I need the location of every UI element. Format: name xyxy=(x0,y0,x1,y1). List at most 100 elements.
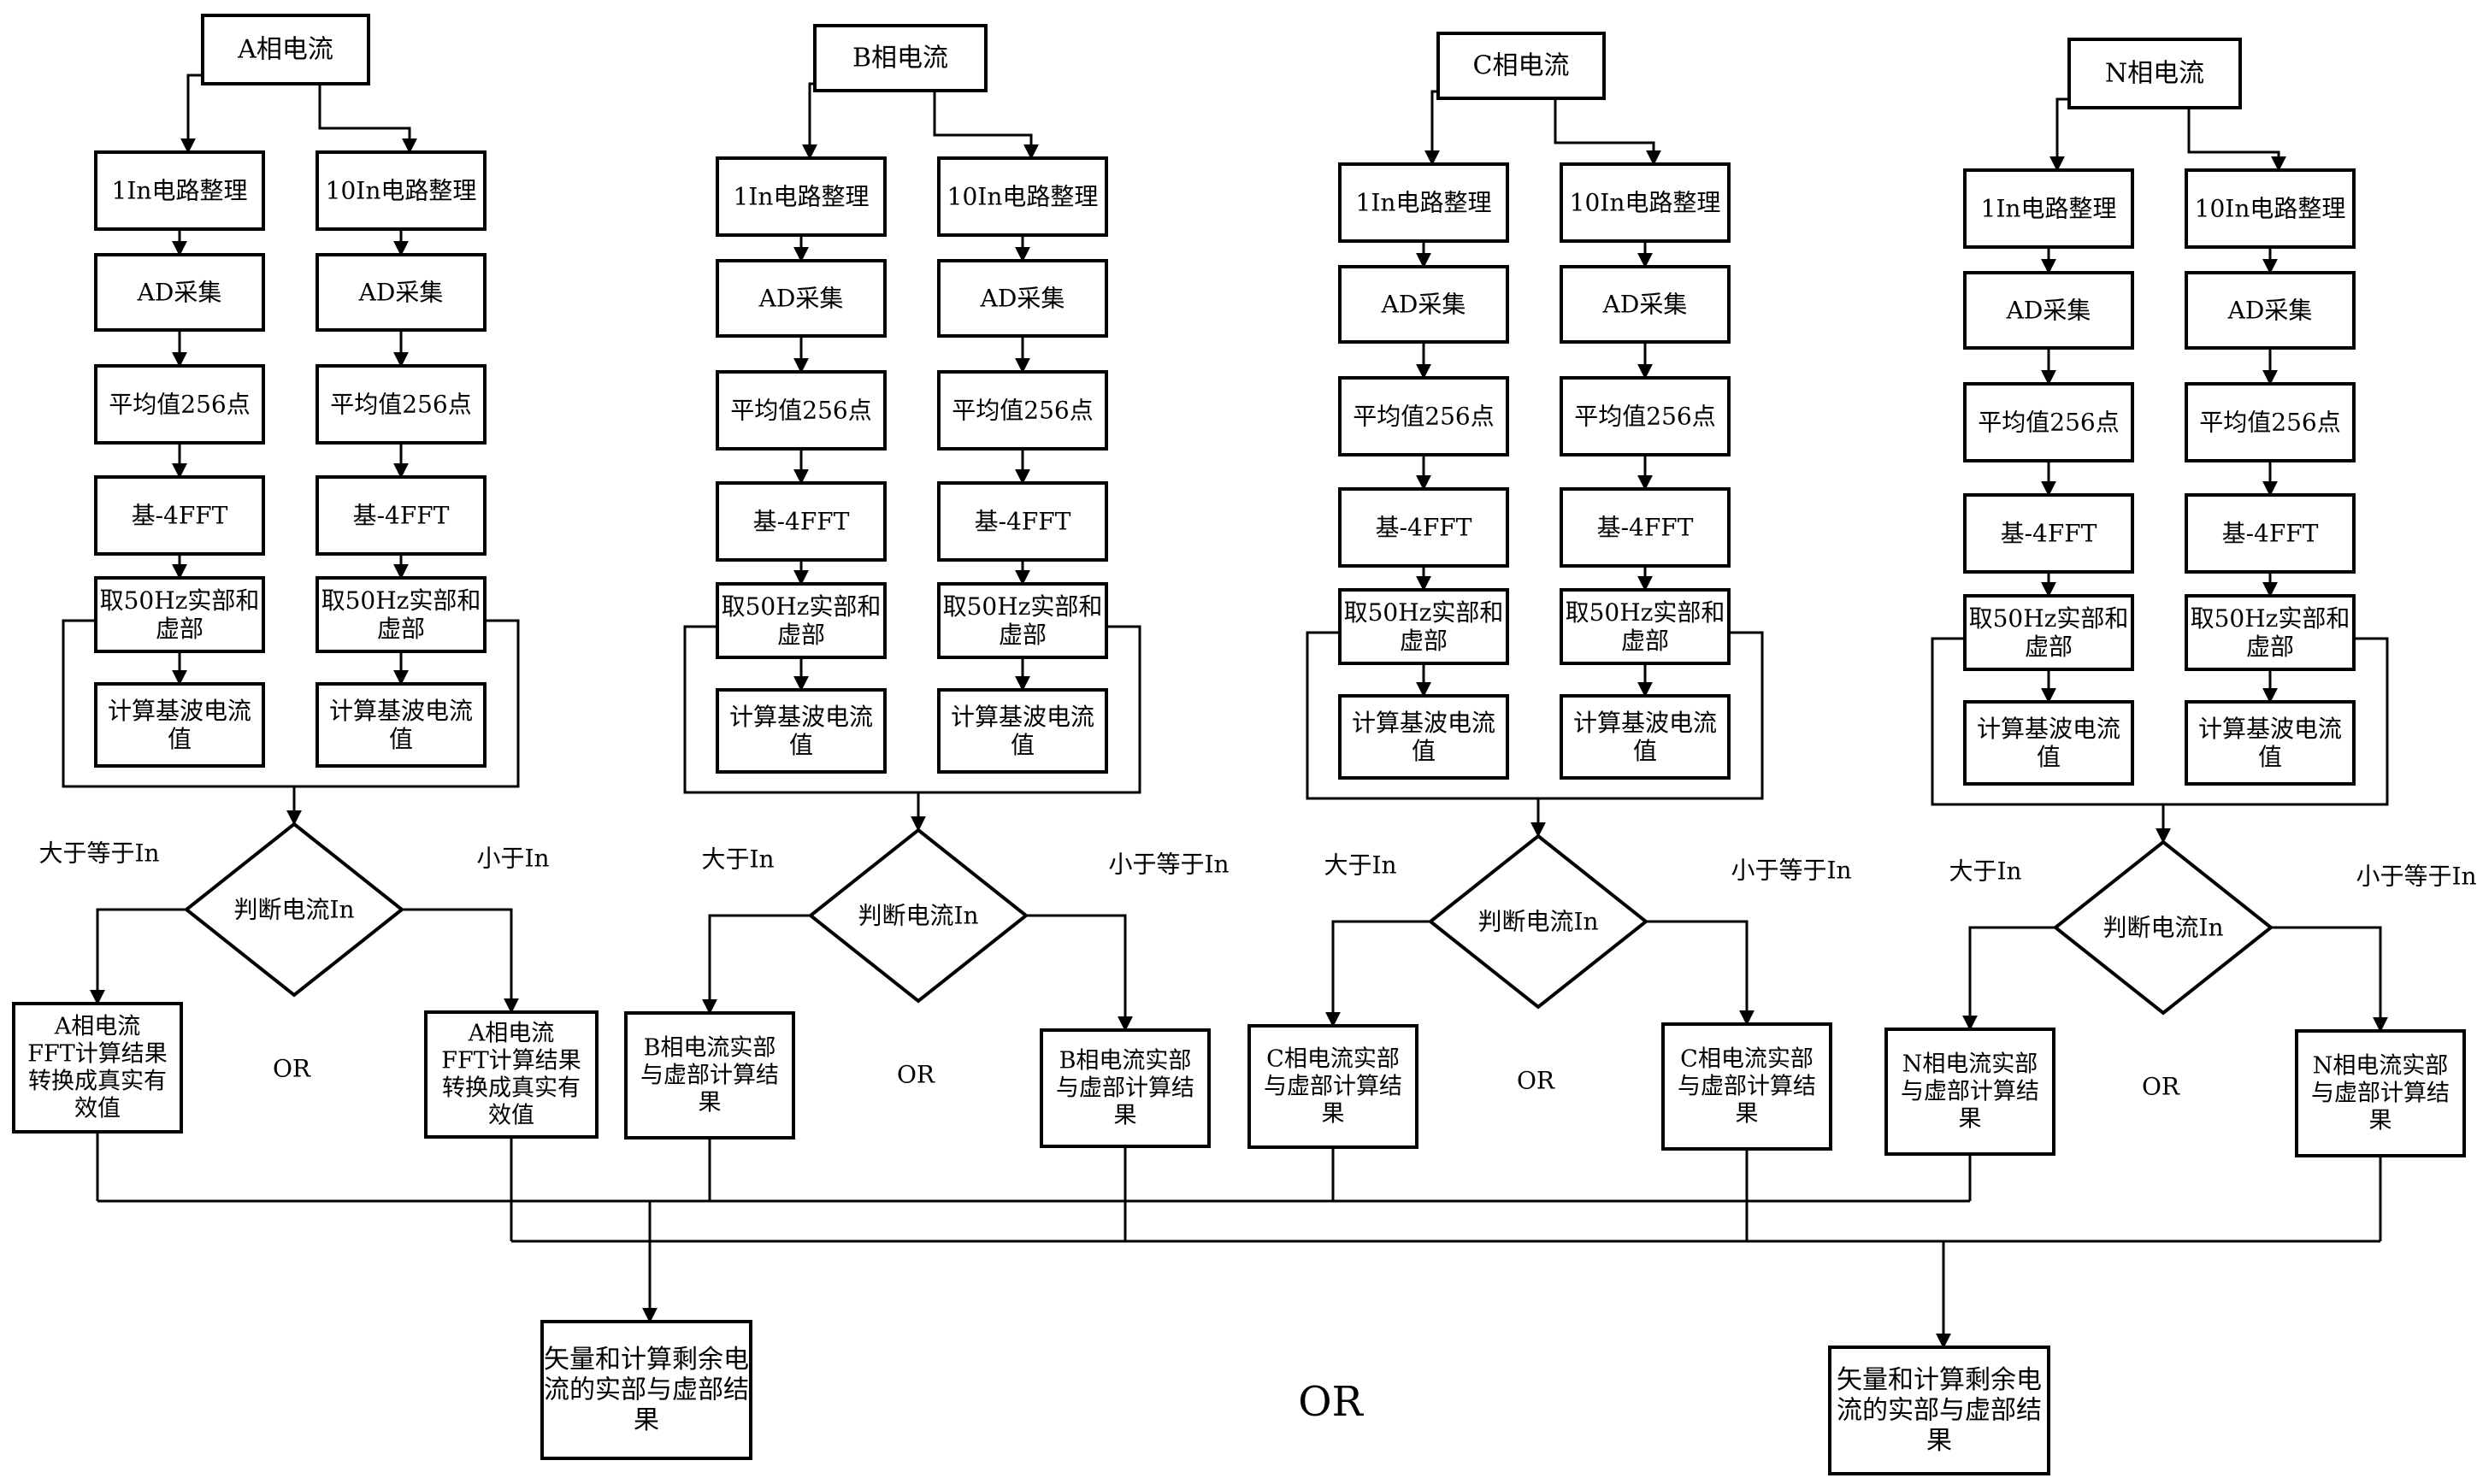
output-right-frame xyxy=(1828,1346,2050,1475)
right-step-3-4-text-line: 虚部 xyxy=(2246,633,2294,661)
right-step-3-3-text-line: 基-4FFT xyxy=(2222,520,2319,548)
decision-0-text: 判断电流In xyxy=(233,896,354,924)
phase-box-0: A相电流 xyxy=(201,14,370,85)
left-step-3-1-text-line: AD采集 xyxy=(2006,297,2091,325)
right-step-3-1-frame xyxy=(2185,271,2356,350)
left-step-3-5-text-line: 计算基波电流 xyxy=(1977,715,2120,743)
left-step-3-0-text: 1In电路整理 xyxy=(1981,195,2117,223)
output-left-text-line: 果 xyxy=(634,1405,659,1435)
decision-2-text: 判断电流In xyxy=(1477,908,1598,936)
left-step-0-0-text-line: 1In电路整理 xyxy=(112,177,248,205)
right-step-3-5-text-line: 值 xyxy=(2258,743,2282,771)
right-step-0-4-frame xyxy=(316,576,487,653)
arrow-decision-left xyxy=(1962,926,2055,1031)
right-step-0-2-frame xyxy=(316,364,487,445)
left-step-0-4-text-line: 取50Hz实部和 xyxy=(100,586,260,615)
left-step-1-2-frame xyxy=(716,370,887,450)
left-step-3-2-frame xyxy=(1963,382,2134,462)
result-right-3-frame xyxy=(2295,1029,2466,1157)
branch-label-right-0: 小于In xyxy=(476,845,549,873)
right-step-0-3-text-line: 基-4FFT xyxy=(353,502,450,530)
phase-box-1-text: B相电流 xyxy=(852,44,948,74)
result-right-3-text-line: N相电流实部 xyxy=(2313,1053,2449,1080)
right-step-2-5-frame xyxy=(1560,694,1731,780)
right-step-1-2-frame xyxy=(937,370,1108,450)
right-step-2-4-text-line: 取50Hz实部和 xyxy=(1566,598,1725,627)
right-step-0-1-text: AD采集 xyxy=(358,279,444,307)
right-step-2-0-frame xyxy=(1560,162,1731,243)
phase-box-3-text: N相电流 xyxy=(2105,59,2204,89)
right-step-3-0: 10In电路整理 xyxy=(2185,168,2356,249)
arrow-to-left-branch xyxy=(1424,90,1464,166)
left-step-0-4-frame xyxy=(94,576,265,653)
left-step-2-2-text-line: 平均值256点 xyxy=(1353,403,1494,431)
right-step-0-1: AD采集 xyxy=(316,253,487,332)
result-left-0-text-line: 转换成真实有 xyxy=(28,1068,167,1094)
left-step-2-0: 1In电路整理 xyxy=(1338,162,1509,243)
left-step-2-2-text: 平均值256点 xyxy=(1353,403,1494,431)
left-step-0-0: 1In电路整理 xyxy=(94,150,265,231)
right-step-2-3-frame xyxy=(1560,487,1731,568)
left-step-1-1-frame xyxy=(716,259,887,338)
merge-bracket xyxy=(1306,631,1764,800)
result-left-2-text-line: 果 xyxy=(1322,1100,1345,1127)
left-step-3-4-text-line: 取50Hz实部和 xyxy=(1969,604,2129,633)
decision-3-shape xyxy=(2052,839,2274,1016)
connector-lines xyxy=(62,74,2389,1349)
arrow-to-right-branch xyxy=(933,91,1039,160)
left-step-2-5-text-line: 计算基波电流 xyxy=(1352,709,1495,737)
arrow-to-right-branch xyxy=(1554,98,1661,166)
right-step-1-0-frame xyxy=(937,156,1108,237)
right-step-2-2-text: 平均值256点 xyxy=(1574,403,1715,431)
right-step-3-3-frame xyxy=(2185,493,2356,574)
left-step-2-1-frame xyxy=(1338,265,1509,344)
result-left-1-text-line: 果 xyxy=(699,1089,722,1116)
right-step-3-2-text: 平均值256点 xyxy=(2199,409,2340,437)
merge-bracket xyxy=(1931,637,2389,806)
right-step-2-5-text-line: 值 xyxy=(1633,737,1657,765)
phase-box-0-frame xyxy=(201,14,370,85)
phase-box-2-text-line: C相电流 xyxy=(1473,51,1570,81)
left-step-3-2: 平均值256点 xyxy=(1963,382,2134,462)
right-step-3-1-text: AD采集 xyxy=(2227,297,2313,325)
decision-1: 判断电流In xyxy=(807,827,1029,1004)
arrow-decision-left xyxy=(90,908,186,1005)
right-step-3-5-text-line: 计算基波电流 xyxy=(2198,715,2342,743)
left-step-2-4-frame xyxy=(1338,588,1509,665)
result-right-3-text-line: 与虚部计算结 xyxy=(2311,1081,2450,1107)
result-left-3-text-line: 果 xyxy=(1959,1105,1982,1132)
or-label-1: OR xyxy=(897,1061,935,1089)
left-step-1-0-frame xyxy=(716,156,887,237)
right-step-3-2: 平均值256点 xyxy=(2185,382,2356,462)
phase-box-3-text-line: N相电流 xyxy=(2105,59,2204,89)
left-step-0-1-text-line: AD采集 xyxy=(137,279,222,307)
output-right-text-line: 果 xyxy=(1926,1426,1952,1456)
or-label-2: OR xyxy=(1517,1067,1555,1095)
right-step-0-2-text-line: 平均值256点 xyxy=(330,391,471,419)
right-step-3-2-text-line: 平均值256点 xyxy=(2199,409,2340,437)
result-left-2-text-line: C相电流实部 xyxy=(1266,1046,1400,1073)
right-step-1-5-text-line: 计算基波电流 xyxy=(951,703,1094,731)
left-step-2-3-text-line: 基-4FFT xyxy=(1376,514,1472,542)
right-step-1-4-frame xyxy=(937,582,1108,659)
merge-bracket xyxy=(62,619,520,788)
arrow-to-left-branch xyxy=(180,74,228,154)
left-step-0-2-frame xyxy=(94,364,265,445)
left-step-0-5-frame xyxy=(94,682,265,768)
left-step-0-5-text-line: 值 xyxy=(168,725,192,753)
right-step-0-3-text: 基-4FFT xyxy=(353,502,450,530)
result-right-2-frame xyxy=(1661,1022,1832,1151)
arrow-to-right-branch xyxy=(2187,108,2286,172)
left-step-2-4-text-line: 取50Hz实部和 xyxy=(1344,598,1504,627)
